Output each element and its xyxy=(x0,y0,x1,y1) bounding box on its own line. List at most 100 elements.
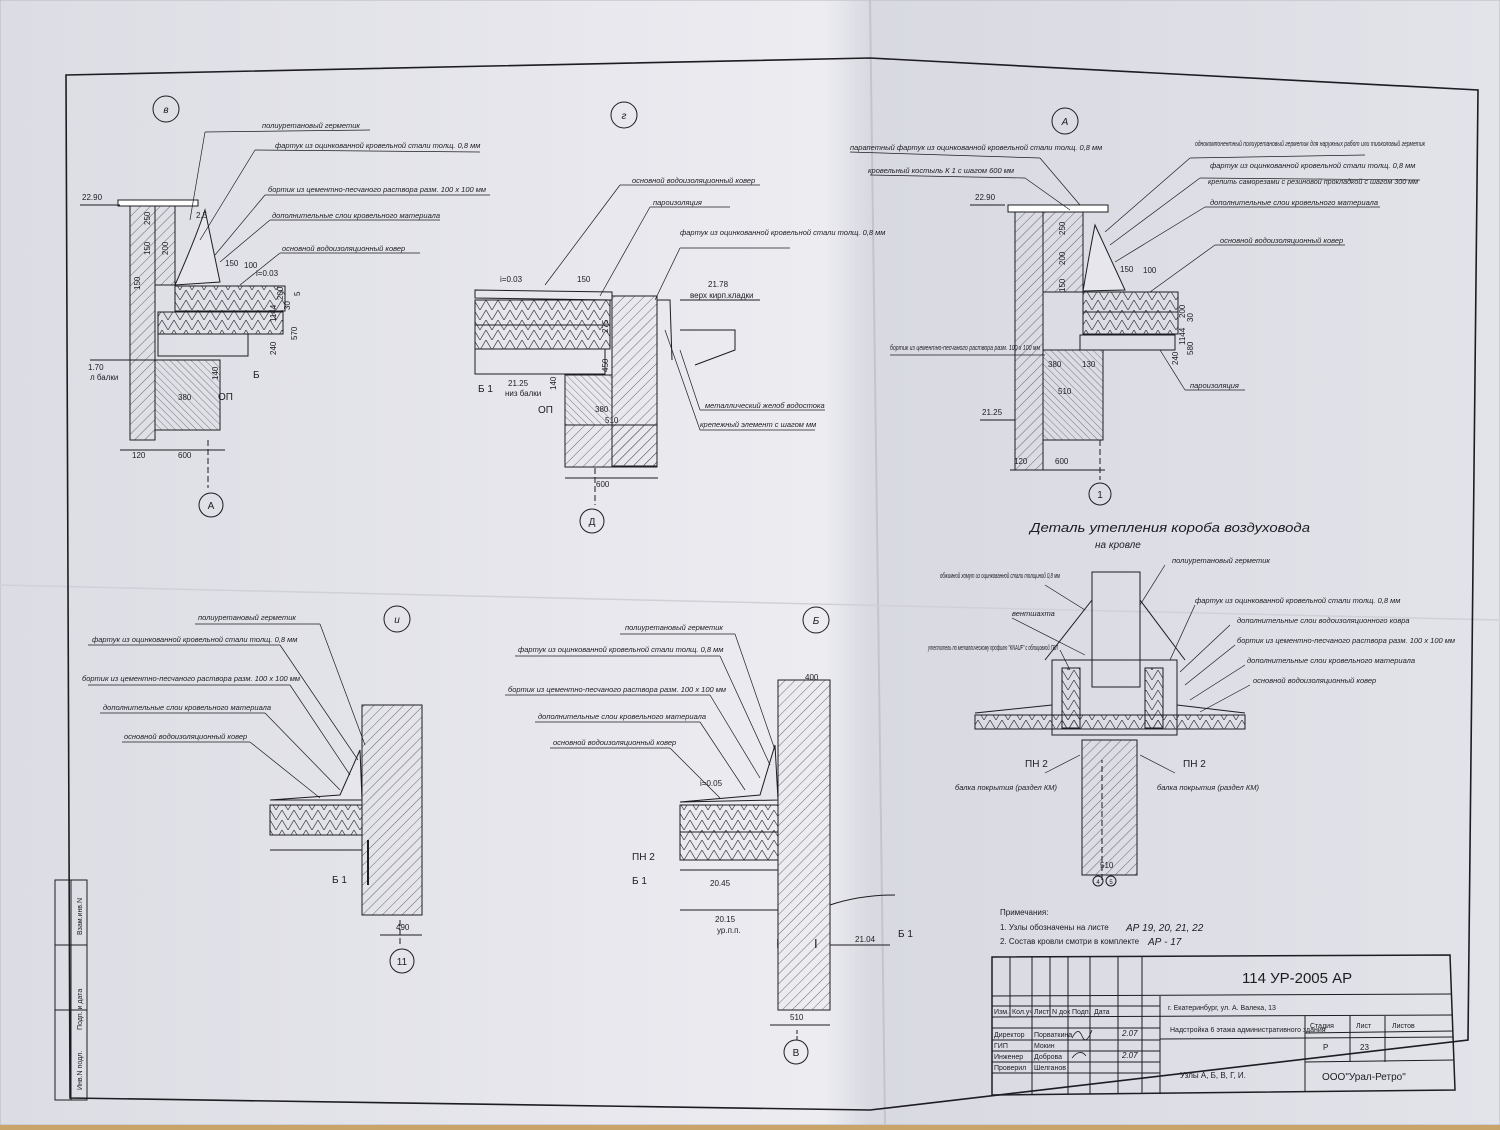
node-b-i-beam: I xyxy=(776,936,780,951)
node-g-slope: i=0.03 xyxy=(500,275,523,284)
node-i-label: дополнительные слои кровельного материал… xyxy=(103,703,271,712)
duct-label: полиуретановый герметик xyxy=(1172,556,1270,565)
margin-stamp-label: Подп. и дата xyxy=(77,989,84,1030)
node-g-beam-mark: Б 1 xyxy=(478,384,493,395)
node-g-level-beam: 21.25 xyxy=(508,379,529,388)
node-v-dim: 140 xyxy=(211,366,220,380)
node-g: г 21.78 верх кирп.кладки i=0.03 21.25 ни… xyxy=(474,101,885,534)
node-g-dim: 600 xyxy=(596,480,610,489)
title-col-header: Лист xyxy=(1034,1009,1050,1016)
node-a-callout: А xyxy=(1061,117,1069,128)
title-block xyxy=(991,954,1456,1096)
duct-mark: ПН 2 xyxy=(1025,759,1048,770)
node-g-level-top-note: верх кирп.кладки xyxy=(690,291,754,300)
duct-label: дополнительные слои водоизоляционного ко… xyxy=(1237,616,1410,625)
duct-dim: 510 xyxy=(1100,861,1114,870)
node-v-dim: 120 xyxy=(132,451,146,460)
node-a-label: кровельный костыль К 1 с шагом 600 мм xyxy=(868,166,1014,175)
node-b-axis: В xyxy=(793,1048,800,1059)
node-g-dim: 275 xyxy=(601,319,610,333)
node-i-beam-mark: Б 1 xyxy=(332,875,347,886)
node-i-label: бортик из цементно-песчаного раствора ра… xyxy=(82,674,300,683)
node-a-level-bottom: 21.25 xyxy=(982,408,1003,417)
node-g-level-top: 21.78 xyxy=(708,280,729,289)
node-a-dim: 30 xyxy=(1186,313,1195,322)
node-b-label: основной водоизоляционный ковер xyxy=(553,738,676,747)
node-a-dim: 130 xyxy=(1082,360,1096,369)
title-stage: Р xyxy=(1323,1043,1328,1052)
title-role: Директор xyxy=(994,1032,1025,1039)
node-v-callout: в xyxy=(163,105,168,116)
node-v-beam-mark: Б xyxy=(253,370,260,381)
node-v-dim: 200 xyxy=(161,241,170,255)
title-sheet-number: 23 xyxy=(1360,1043,1369,1052)
title-name: Мокин xyxy=(1034,1043,1055,1050)
title-date: 2.07 xyxy=(1121,1051,1138,1060)
duct-label: дополнительные слои кровельного материал… xyxy=(1247,656,1415,665)
node-g-label: металлический желоб водостока xyxy=(705,401,825,410)
node-v-dim: 150 xyxy=(225,259,239,268)
title-stage-header: Лист xyxy=(1356,1023,1372,1030)
node-a-dim: 580 xyxy=(1186,341,1195,355)
node-b-label: фартук из оцинкованной кровельной стали … xyxy=(518,645,723,654)
node-g-support: ОП xyxy=(538,405,553,416)
node-a-dim: 380 xyxy=(1048,360,1062,369)
node-i-axis: 11 xyxy=(397,957,408,968)
node-b-level: 21.04 xyxy=(855,935,876,944)
title-name: Шелганов xyxy=(1034,1065,1066,1072)
title-stage-header: Листов xyxy=(1392,1023,1415,1030)
node-v-dim: 600 xyxy=(178,451,192,460)
title-date: 2.07 xyxy=(1121,1029,1138,1038)
node-v-dim: 380 xyxy=(178,393,192,402)
node-i: и Б 1 490 11 полиуретановый герметик фар… xyxy=(82,605,423,974)
notes-line2-hw: АР - 17 xyxy=(1147,937,1182,948)
duct-beam: балка покрытия (раздел КМ) xyxy=(955,783,1057,792)
node-a-label: парапетный фартук из оцинкованной кровел… xyxy=(850,143,1102,152)
node-g-label: фартук из оцинкованной кровельной стали … xyxy=(680,228,885,237)
node-g-label: крепежный элемент с шагом мм xyxy=(700,420,816,429)
node-b: Б i=0.05 ПН 2 Б 1 Б 1 20.45 20.15 ур.п.п… xyxy=(505,606,913,1065)
node-b-i-beam: I xyxy=(814,936,818,951)
duct-label: бортик из цементно-песчаного раствора ра… xyxy=(1237,636,1455,645)
duct-title-2: на кровле xyxy=(1095,540,1141,551)
node-g-dim: 450 xyxy=(601,358,610,372)
node-v-dim: 5 xyxy=(293,291,302,296)
node-v-label: полиуретановый герметик xyxy=(262,121,360,130)
node-g-dim: 150 xyxy=(577,275,591,284)
title-col-header: Кол.уч xyxy=(1012,1009,1033,1016)
node-b-callout: Б xyxy=(813,616,820,627)
node-v-dim: 250 xyxy=(143,211,152,225)
node-a: А 22.90 21.25 250 200 150 150 100 200 30… xyxy=(849,107,1425,506)
duct-label: утеплитель по металлическому профилю "KN… xyxy=(927,643,1058,652)
node-a-level-top: 22.90 xyxy=(975,193,996,202)
node-b-dim: 400 xyxy=(805,673,819,682)
title-role: Инженер xyxy=(994,1054,1023,1061)
node-duct: Деталь утепления короба воздуховода на к… xyxy=(927,520,1455,887)
title-col-header: Подп. xyxy=(1072,1009,1091,1016)
title-project-text: Надстройка 6 этажа административного зда… xyxy=(1170,1026,1326,1034)
notes-header: Примечания: xyxy=(1000,908,1048,917)
node-i-label: основной водоизоляционный ковер xyxy=(124,732,247,741)
title-col-header: Изм. xyxy=(994,1009,1009,1016)
node-g-level-beam-note: низ балки xyxy=(505,389,541,398)
node-a-dim: 240 xyxy=(1171,351,1180,365)
title-company: ООО"Урал-Ретро" xyxy=(1322,1072,1406,1083)
node-i-label: фартук из оцинкованной кровельной стали … xyxy=(92,635,297,644)
title-code: 114 УР-2005 АР xyxy=(1242,970,1352,987)
node-a-dim: 200 xyxy=(1058,251,1067,265)
node-a-dim: 250 xyxy=(1058,221,1067,235)
sheet-frame xyxy=(65,57,1479,1111)
notes: Примечания: 1. Узлы обозначены на листе … xyxy=(1000,908,1204,948)
title-stage-header: Стадия xyxy=(1310,1023,1334,1030)
duct-mark: ПН 2 xyxy=(1183,759,1206,770)
node-b-level: 20.45 xyxy=(710,879,731,888)
node-a-dim: 150 xyxy=(1120,265,1134,274)
node-v-support: ОП xyxy=(218,392,233,403)
node-v-beam-note: л балки xyxy=(90,373,118,382)
title-project: Надстройка 6 этажа административного зда… xyxy=(1170,1026,1326,1034)
node-v-dim: i=0.03 xyxy=(256,269,279,278)
node-a-label: пароизоляция xyxy=(1190,381,1239,390)
node-g-label: пароизоляция xyxy=(653,198,702,207)
duct-label: основной водоизоляционный ковер xyxy=(1253,676,1376,685)
duct-label: вентшахта xyxy=(1012,609,1055,618)
